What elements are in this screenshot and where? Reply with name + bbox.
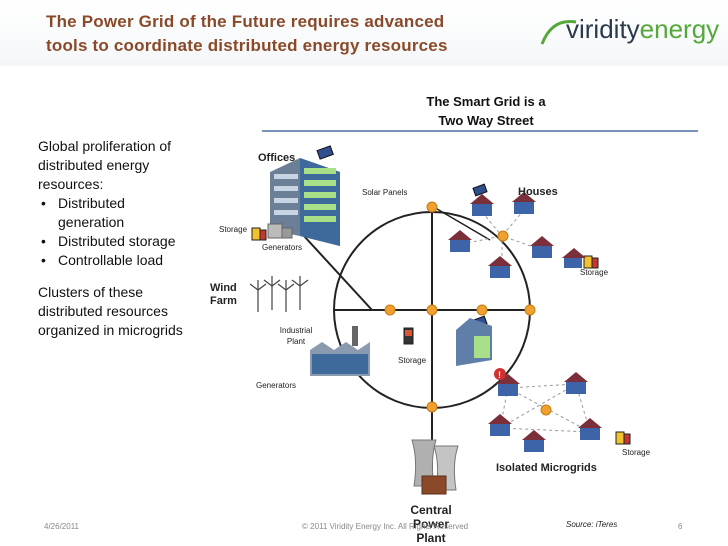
industrial-plant-label: Industrial Plant [272, 325, 320, 347]
wind-farm-line-2: Farm [210, 295, 237, 307]
storage-center-label: Storage [398, 356, 427, 365]
title-line-1: The Power Grid of the Future requires ad… [46, 12, 445, 31]
office-building-icon [270, 158, 340, 246]
smart-grid-heading: The Smart Grid is a Two Way Street [406, 92, 566, 130]
para1-line-2: distributed energy [38, 157, 150, 173]
wind-farm-label: Wind Farm [210, 282, 237, 308]
logo-part-2: energy [639, 14, 720, 44]
generators-offices-label: Generators [262, 243, 303, 252]
battery-icon [583, 255, 599, 269]
house-icon [488, 414, 512, 436]
para2-line-3: organized in microgrids [38, 322, 183, 338]
house-icon [530, 236, 554, 258]
battery-icon [403, 327, 414, 345]
bullet-1-line-2: generation [58, 214, 125, 230]
footer-copyright: © 2011 Viridity Energy Inc. All Rights R… [302, 522, 469, 531]
grid-node-icon [426, 201, 438, 213]
bullet-1-line-1: Distributed [58, 195, 125, 211]
offices-label: Offices [258, 152, 296, 164]
house-icon [470, 194, 494, 216]
bullet-item: Controllable load [38, 251, 238, 270]
storage-offices-label: Storage [219, 225, 248, 234]
logo-part-1: viridity [566, 14, 640, 44]
solar-panels-label: Solar Panels [362, 188, 408, 197]
house-icon [448, 230, 472, 252]
grid-node-icon [540, 404, 552, 416]
bullet-item: Distributed storage [38, 232, 238, 251]
industrial-line-2: Plant [286, 337, 306, 346]
generator-icon [267, 223, 293, 239]
footer-date: 4/26/2011 [44, 522, 79, 531]
grid-node-icon [524, 304, 536, 316]
houses-feeder-line [431, 205, 491, 241]
smart-grid-line-2: Two Way Street [438, 113, 534, 128]
logo-swoosh-icon [540, 19, 577, 45]
house-icon [522, 430, 546, 452]
para1-line-3: resources: [38, 176, 104, 192]
central-power-plant-label: Central Power Plant [400, 503, 462, 545]
para2-line-1: Clusters of these [38, 284, 144, 300]
smart-grid-line-1: The Smart Grid is a [426, 94, 546, 109]
wind-farm-line-1: Wind [210, 282, 237, 294]
slide-title: The Power Grid of the Future requires ad… [46, 10, 516, 58]
header-bar [0, 0, 728, 66]
grid-node-icon [426, 304, 438, 316]
house-icon [578, 418, 602, 440]
grid-node-icon [426, 401, 438, 413]
house-icon [488, 256, 512, 278]
grid-node-icon [384, 304, 396, 316]
alert-icon [494, 368, 506, 380]
house-icon [562, 248, 586, 268]
power-plant-icon [411, 439, 459, 495]
company-logo: viridityenergy [566, 14, 719, 45]
central-line-1: Central [410, 503, 452, 517]
page-number: 6 [678, 522, 683, 531]
central-line-2: Power Plant [412, 517, 449, 545]
house-icon [564, 372, 588, 394]
microgrid-network [499, 383, 591, 433]
para2-line-2: distributed resources [38, 303, 168, 319]
industrial-line-1: Industrial [279, 326, 313, 335]
tall-house-icon [456, 318, 492, 366]
grid-nodes [384, 201, 552, 416]
bullet-item: Distributed generation [38, 194, 238, 232]
bullet-2: Distributed storage [58, 233, 176, 249]
alert-glyph: ! [498, 370, 501, 380]
wind-turbine-icon [249, 276, 309, 312]
house-icon [512, 192, 536, 214]
footer-source: Source: iTeres [566, 520, 618, 529]
bullet-3: Controllable load [58, 252, 164, 268]
grid-node-icon [476, 304, 488, 316]
para1-line-1: Global proliferation of [38, 138, 172, 154]
title-line-2: tools to coordinate distributed energy r… [46, 36, 448, 55]
generators-industrial-label: Generators [256, 381, 297, 390]
houses-label: Houses [518, 186, 558, 198]
battery-icon [615, 431, 631, 445]
heading-divider [262, 130, 698, 132]
factory-icon [310, 326, 370, 376]
offices-feeder-line [303, 235, 373, 311]
left-text-block: Global proliferation of distributed ener… [38, 137, 238, 340]
house-icon [496, 374, 520, 396]
resource-bullets: Distributed generation Distributed storag… [38, 194, 238, 270]
storage-houses-label: Storage [580, 268, 609, 277]
grid-node-icon [497, 230, 509, 242]
battery-icon [251, 227, 267, 241]
storage-microgrid-label: Storage [622, 448, 651, 457]
isolated-microgrids-label: Isolated Microgrids [496, 462, 597, 474]
